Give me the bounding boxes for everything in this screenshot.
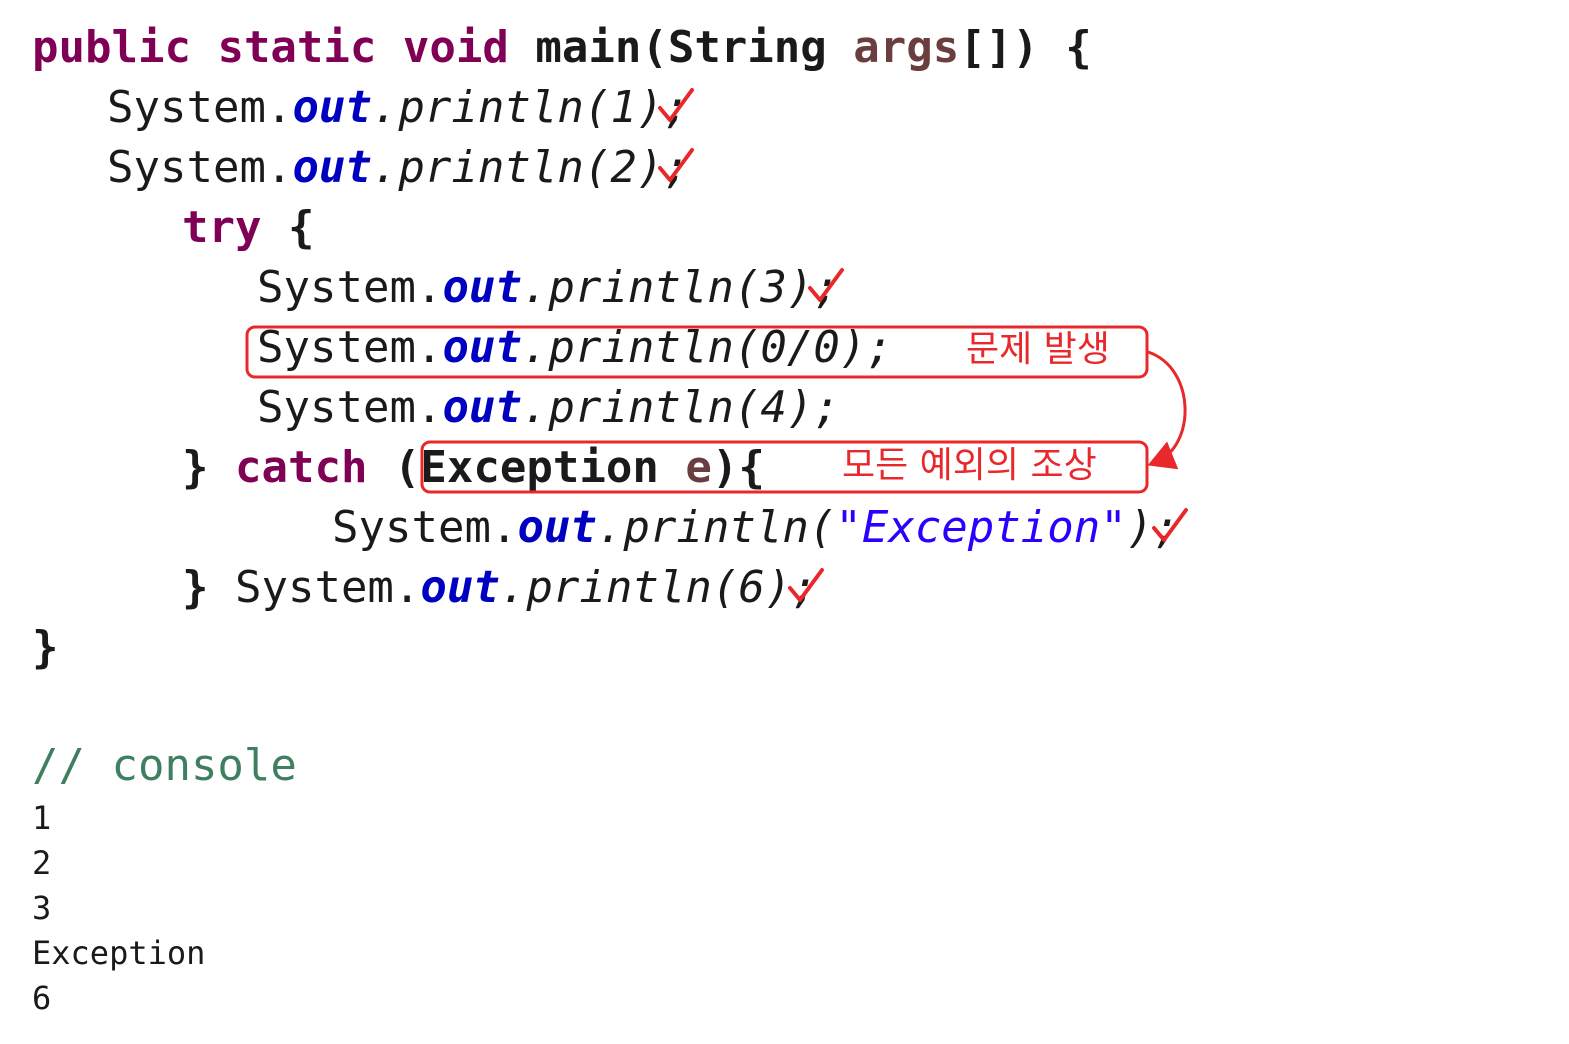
code-block: public static void main(String args[]) {…	[32, 22, 1180, 673]
code-line-print-3: System.out.println(3);	[257, 262, 840, 313]
code-line-catch: } catch (Exception e){	[182, 442, 765, 493]
code-line-closing-brace: }	[32, 622, 59, 673]
console-output: 1 2 3 Exception 6	[32, 796, 205, 1021]
checkmark-icon	[808, 268, 844, 302]
console-line: 3	[32, 889, 52, 927]
console-line: Exception	[32, 934, 206, 972]
code-line-print-1: System.out.println(1);	[107, 82, 690, 133]
code-line-main-signature: public static void main(String args[]) {	[32, 22, 1092, 73]
ancestor-annotation: 모든 예외의 조상	[842, 445, 1097, 486]
problem-annotation: 문제 발생	[966, 329, 1110, 370]
code-line-print-divide-zero: System.out.println(0/0);	[257, 322, 893, 373]
console-line: 1	[32, 799, 52, 837]
console-line: 6	[32, 979, 52, 1017]
checkmark-icon	[788, 568, 824, 602]
code-line-print-2: System.out.println(2);	[107, 142, 690, 193]
checkmark-icon	[1152, 508, 1188, 542]
checkmark-icon	[658, 148, 694, 182]
console-comment: // console	[32, 740, 297, 791]
code-line-print-6: } System.out.println(6);	[182, 562, 818, 613]
checkmark-icon	[658, 88, 694, 122]
code-line-try: try {	[182, 202, 315, 253]
code-line-print-exception: System.out.println("Exception");	[332, 502, 1180, 553]
code-line-print-4: System.out.println(4);	[257, 382, 840, 433]
console-line: 2	[32, 844, 52, 882]
